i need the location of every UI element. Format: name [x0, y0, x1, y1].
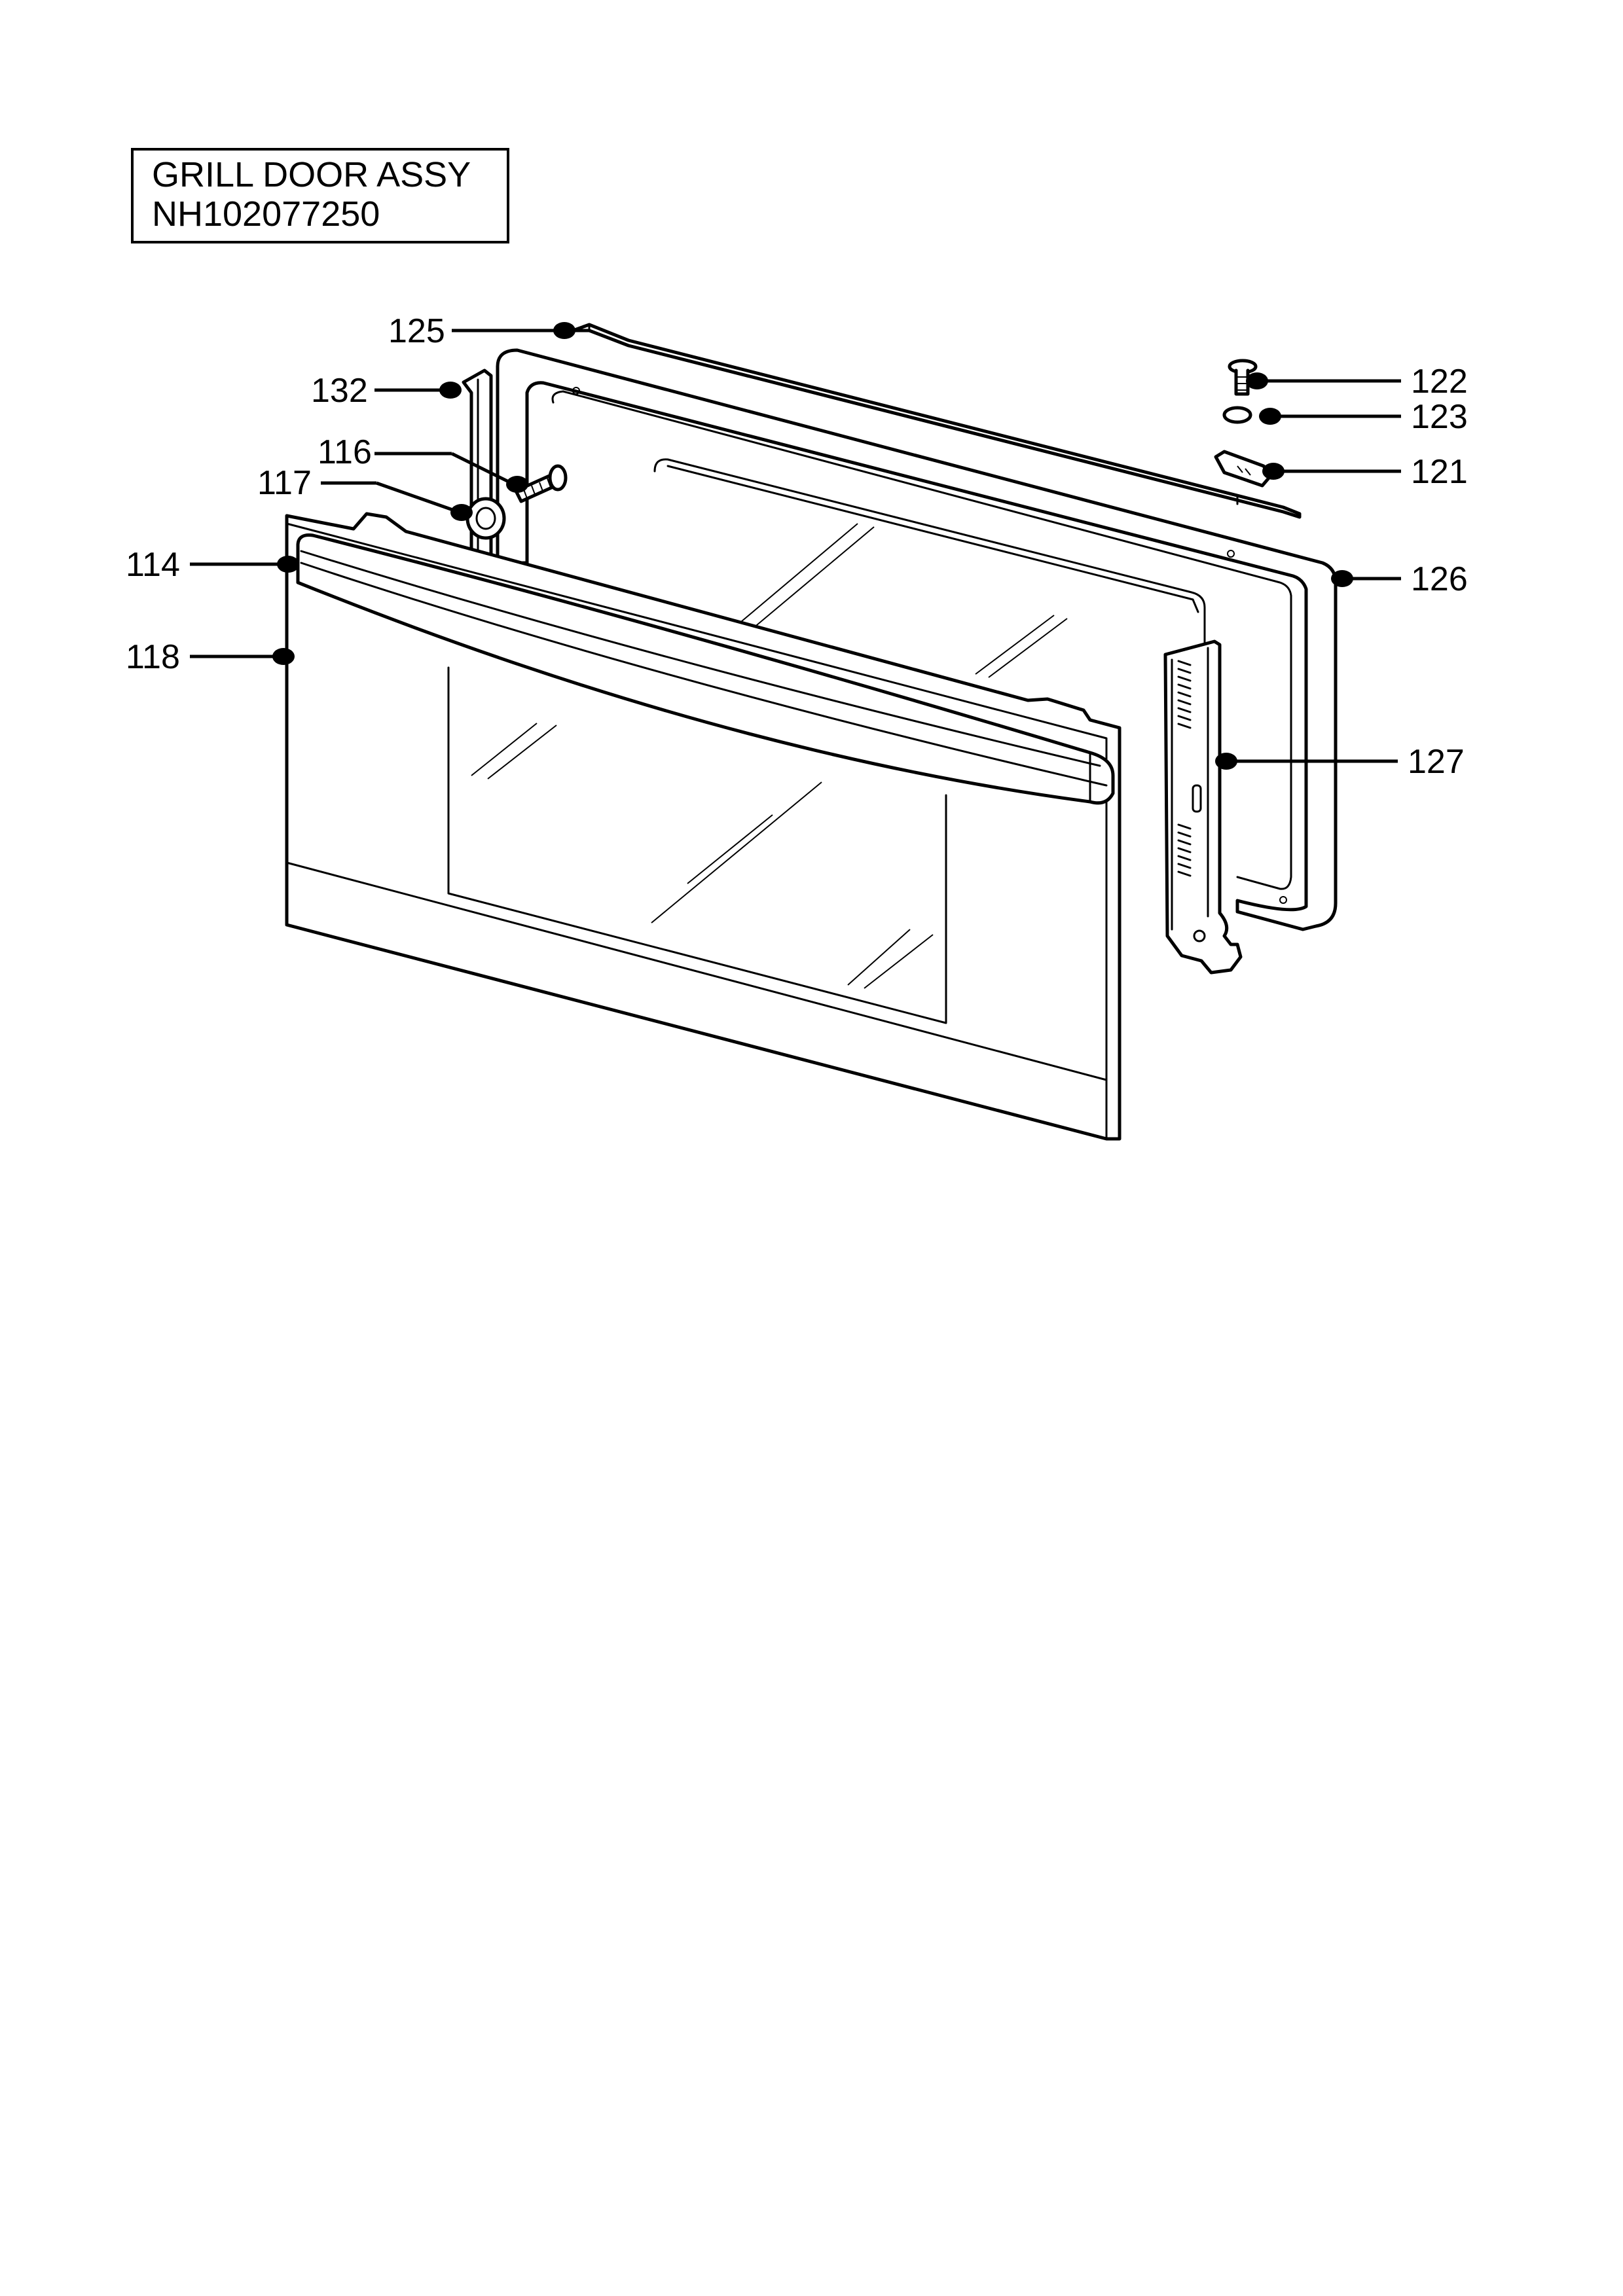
- callout-labels: 125 132 116 117 114 118 122 123 121 126 …: [126, 312, 1468, 781]
- callout-132: 132: [311, 372, 368, 410]
- part-117-bushing: [465, 497, 506, 540]
- callout-leaders: [190, 322, 1401, 770]
- assembly-part-number: NH102077250: [152, 194, 380, 234]
- part-127-hinge: [1163, 639, 1243, 975]
- callout-122: 122: [1411, 363, 1468, 401]
- part-118-outer-door: [285, 512, 1122, 1141]
- part-126-inner-frame: [462, 348, 1338, 931]
- title-box: GRILL DOOR ASSY NH102077250: [131, 148, 509, 243]
- part-121-clip: [1214, 450, 1272, 488]
- callout-117: 117: [257, 464, 312, 502]
- callout-127: 127: [1408, 743, 1465, 781]
- part-116-screw: [514, 464, 568, 503]
- part-125-top-strip: [571, 323, 1302, 519]
- part-123-washer: [1222, 406, 1252, 424]
- callout-125: 125: [388, 312, 445, 350]
- callout-118: 118: [126, 638, 180, 676]
- assembly-title: GRILL DOOR ASSY: [152, 155, 471, 194]
- callout-121: 121: [1411, 453, 1468, 491]
- callout-116: 116: [318, 433, 372, 471]
- callout-123: 123: [1411, 398, 1468, 436]
- callout-126: 126: [1411, 560, 1468, 598]
- part-122-screw: [1228, 359, 1258, 396]
- part-114-handle: [296, 533, 1115, 805]
- callout-114: 114: [126, 546, 180, 584]
